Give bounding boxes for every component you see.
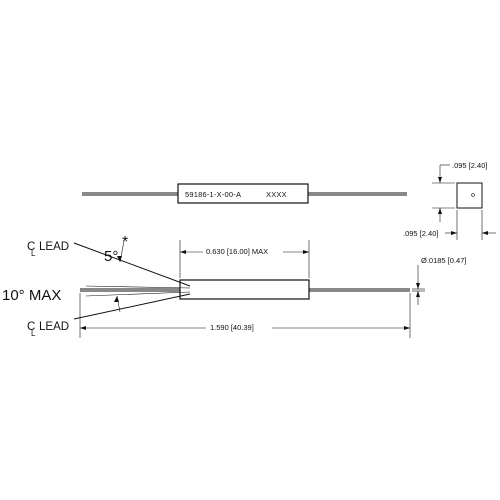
- lead-label-bottom-text: LEAD: [39, 321, 69, 333]
- lead-angle-ray-upper: [85, 285, 191, 289]
- overall-length-text: 1.590 [40.39]: [210, 323, 254, 332]
- body-length-text-bg: [203, 246, 283, 257]
- overall-length-text-bg: [206, 322, 272, 333]
- asterisk-note: *: [122, 234, 128, 251]
- lead-centerline-top: [73, 242, 191, 287]
- angle-5-arrow-top: [117, 256, 122, 262]
- end-view-width-text: .095 [2.40]: [403, 229, 438, 238]
- side-view-body: [179, 279, 310, 300]
- end-view-height-arrow-bottom: [438, 208, 442, 214]
- end-view-lead-dot: [471, 193, 475, 197]
- side-view: C L LEAD C L LEAD * 5° 10° MAX 0.630 [16…: [2, 234, 466, 338]
- part-number-text: 59186-1-X-00-A: [185, 190, 241, 199]
- end-view-height-text: .095 [2.40]: [452, 161, 487, 170]
- lead-label-top: C L LEAD: [27, 241, 69, 258]
- lead-angle-ray-lower: [85, 291, 191, 297]
- angle-5-text: 5°: [104, 248, 118, 265]
- end-view-width-arrow-right: [482, 231, 488, 235]
- marking-text: XXXX: [266, 190, 287, 199]
- body-length-arrow-left: [180, 250, 186, 254]
- overall-length-arrow-left: [80, 326, 86, 330]
- lead-dia-arrow-bottom: [416, 291, 420, 297]
- centerline-symbol-top: C: [27, 241, 35, 253]
- end-view: .095 [2.40] .095 [2.40]: [403, 161, 496, 240]
- angle-10-max-text: 10° MAX: [2, 287, 61, 304]
- lead-centerline-bottom: [73, 293, 191, 320]
- end-view-width-arrow-left: [451, 231, 457, 235]
- lead-label-top-text: LEAD: [39, 241, 69, 253]
- overall-length-arrow-right: [404, 326, 410, 330]
- lead-label-bottom: C L LEAD: [27, 321, 69, 338]
- centerline-sub-top: L: [31, 249, 36, 258]
- end-view-square: [456, 182, 483, 209]
- body-length-text: 0.630 [16.00] MAX: [206, 247, 268, 256]
- lead-dia-arrow-top: [416, 283, 420, 289]
- end-view-height-arrow-top: [438, 177, 442, 183]
- top-view: 59186-1-X-00-A XXXX: [82, 183, 407, 204]
- body-length-arrow-right: [303, 250, 309, 254]
- top-view-body: [177, 183, 309, 204]
- centerline-symbol-bottom: C: [27, 321, 35, 333]
- lead-diameter-text: Ø.0185 [0.47]: [421, 256, 466, 265]
- centerline-sub-bottom: L: [31, 329, 36, 338]
- angle-5-arrow-bottom: [114, 296, 119, 302]
